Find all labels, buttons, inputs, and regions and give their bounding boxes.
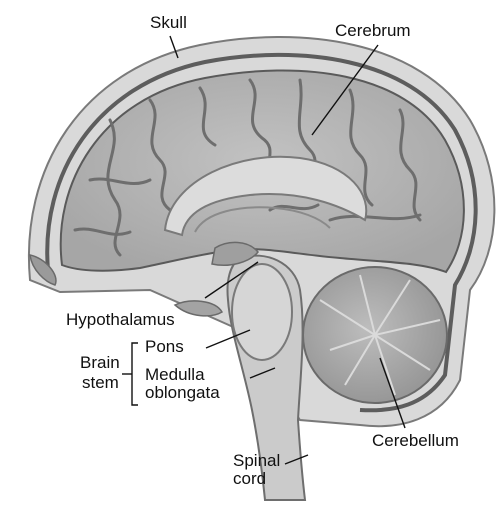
label-cerebellum: Cerebellum: [372, 431, 459, 450]
label-pons: Pons: [145, 337, 184, 356]
pons-shape: [232, 264, 292, 360]
label-spinal-line1: Spinal: [233, 451, 280, 470]
label-medulla-line2: oblongata: [145, 383, 220, 402]
label-brain-stem-line1: Brain: [80, 353, 120, 372]
label-cerebrum: Cerebrum: [335, 21, 411, 40]
label-hypothalamus: Hypothalamus: [66, 310, 175, 329]
label-brain-stem-line2: stem: [82, 373, 119, 392]
label-skull: Skull: [150, 13, 187, 32]
label-medulla-line1: Medulla: [145, 365, 205, 384]
label-spinal-line2: cord: [233, 469, 266, 488]
brain-stem-bracket: [132, 343, 138, 405]
